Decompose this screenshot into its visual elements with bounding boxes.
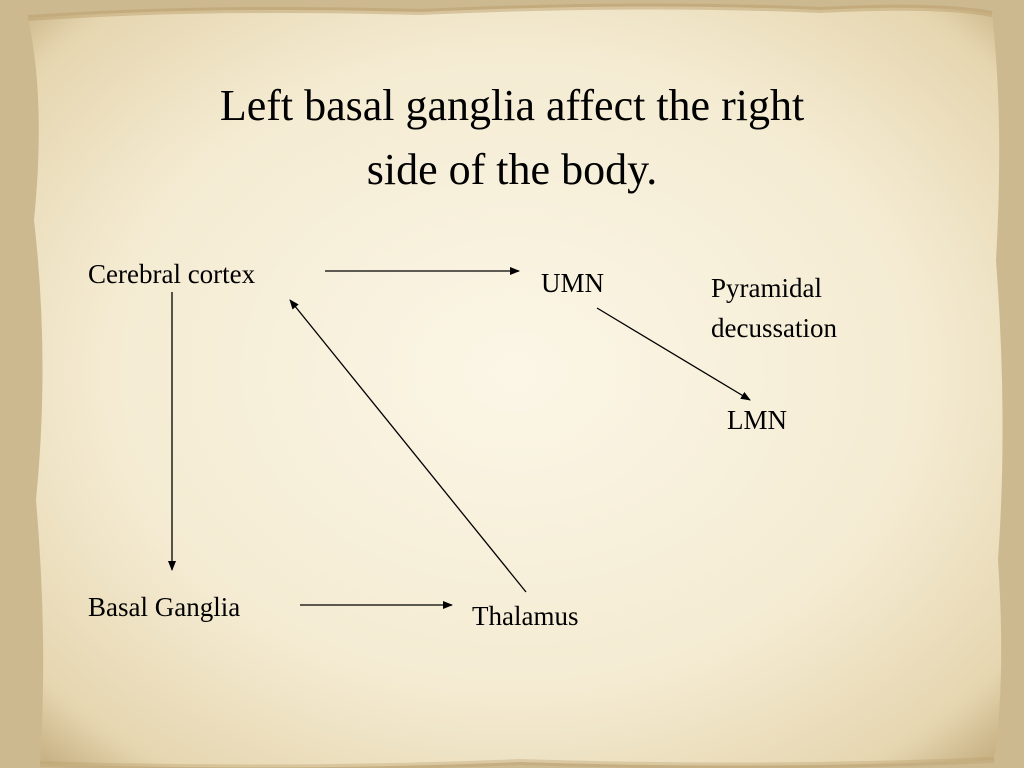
arrow-umn-to-lmn	[596, 307, 751, 401]
node-lmn: LMN	[727, 405, 787, 435]
node-pyramidal-decussation: Pyramidal decussation	[711, 268, 837, 348]
slide-title: Left basal ganglia affect the right side…	[0, 74, 1024, 202]
pyramidal-line-1: Pyramidal	[711, 273, 822, 303]
title-line-2: side of the body.	[366, 145, 658, 194]
node-cerebral-cortex: Cerebral cortex	[88, 259, 256, 289]
node-umn: UMN	[541, 268, 605, 298]
title-line-1: Left basal ganglia affect the right	[219, 81, 805, 130]
node-thalamus: Thalamus	[472, 601, 579, 631]
node-basal-ganglia: Basal Ganglia	[88, 592, 241, 622]
arrow-thalamus-to-cortex	[289, 299, 527, 593]
pyramidal-line-2: decussation	[711, 313, 837, 343]
